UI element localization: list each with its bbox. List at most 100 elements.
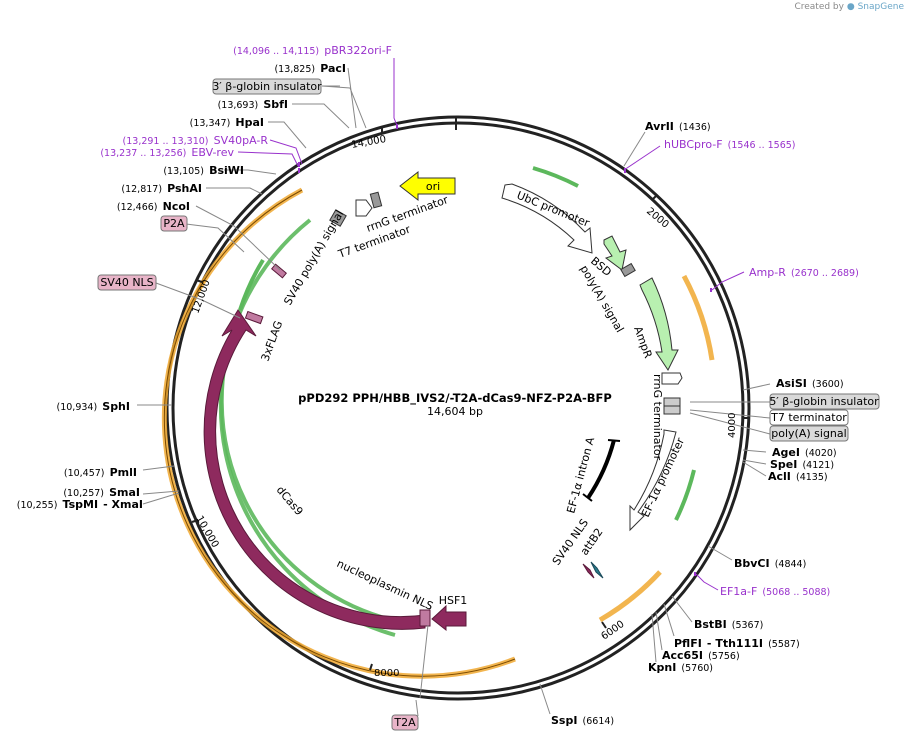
attb2-block — [590, 561, 604, 579]
label-bglobin-right: 5′ β-globin insulator — [769, 395, 879, 408]
orange-arc-left-inner — [163, 189, 516, 677]
t7-top-arrow — [355, 199, 373, 217]
credit: Created by ● SnapGene — [794, 2, 904, 12]
plasmid-size: 14,604 bp — [427, 405, 483, 418]
ef1a-intron-cap1 — [607, 439, 621, 442]
green-arc-top — [532, 166, 579, 188]
primer-lines — [237, 58, 745, 591]
tick-8000 — [369, 663, 373, 671]
hsf1-arrow — [431, 604, 467, 632]
ef1a-promoter-arrow — [629, 429, 677, 532]
label-flag: 3xFLAG — [259, 319, 286, 363]
primer-marker-6 — [694, 572, 696, 576]
enzyme-pmli: (10,457) PmlI — [64, 461, 137, 480]
enzyme-avrii: AvrII (1436) — [645, 115, 711, 134]
enzyme-paci: (13,825) PacI — [274, 57, 346, 76]
credit-brand[interactable]: SnapGene — [857, 2, 904, 12]
enzyme-kpni: KpnI (5760) — [648, 656, 713, 675]
primer-sv40pa-r: (13,291 .. 13,310) SV40pA-R — [123, 129, 269, 148]
box-p2a — [160, 215, 188, 232]
label-rrng-right: rrnG terminator — [651, 374, 664, 461]
primer-marker-4 — [624, 168, 626, 173]
ubc-promoter-arrow — [501, 183, 593, 254]
dcas9-dots — [236, 462, 253, 466]
label-ori: ori — [426, 180, 440, 193]
label-p2a: P2A — [163, 217, 185, 230]
label-bglobin-left: 3′ β-globin insulator — [212, 80, 322, 93]
orange-arc-right-2 — [598, 570, 662, 623]
ef1a-intron — [586, 439, 616, 500]
enzyme-pflfi: PflFI - Tth111I (5587) — [674, 632, 800, 651]
orange-arc-right-1 — [681, 274, 715, 361]
primer-marker-5 — [710, 288, 712, 292]
enzyme-smai: (10,257) SmaI — [63, 481, 140, 500]
enzyme-tspmi: (10,255) TspMI - XmaI — [17, 493, 143, 512]
dcas9-arrow — [203, 309, 426, 630]
label-sv40nls: SV40 NLS — [100, 276, 153, 289]
tick-10000 — [191, 519, 199, 523]
enzyme-bbvci: BbvCI (4844) — [734, 552, 806, 571]
enzyme-ncoi: (12,466) NcoI — [117, 195, 190, 214]
primer-marker-3 — [298, 168, 300, 173]
primer-ef1a-f: EF1a-F (5068 .. 5088) — [720, 580, 830, 599]
primer-hubcpro-f: hUBCpro-F (1546 .. 1565) — [664, 133, 796, 152]
label-dcas9: dCas9 — [274, 484, 306, 519]
tick-label-4000: 4000 — [727, 413, 738, 438]
credit-prefix: Created by — [794, 2, 844, 12]
sv40nls-inner-block — [582, 563, 595, 579]
ef1a-intron-cap2 — [582, 493, 593, 502]
box-polya — [769, 425, 849, 442]
primer-marker-2 — [298, 162, 300, 167]
backbone-inner — [171, 121, 745, 695]
snapgene-logo-icon: ● — [846, 2, 855, 12]
ampr-tail — [661, 372, 683, 385]
enzyme-acc65i: Acc65I (5756) — [662, 644, 740, 663]
enzyme-asisi: AsiSI (3600) — [776, 372, 844, 391]
enzyme-bstbi: BstBI (5367) — [694, 613, 763, 632]
enzyme-hpai: (13,347) HpaI — [190, 111, 264, 130]
enzyme-acli: AclI (4135) — [768, 465, 828, 484]
label-ampr: AmpR — [631, 325, 655, 361]
enzyme-bsiwi: (13,105) BsiWI — [163, 159, 244, 178]
green-arc-right — [674, 469, 696, 521]
tick-label-2000: 2000 — [644, 206, 671, 231]
sv40-polya-block — [329, 209, 347, 227]
primer-marker-1 — [396, 124, 398, 129]
primer-pbr322ori: (14,096 .. 14,115) pBR322ori-F — [233, 39, 392, 58]
tick-6000 — [601, 621, 607, 629]
enzyme-sspi: SspI (6614) — [551, 709, 614, 728]
label-t7-right: T7 terminator — [770, 411, 847, 424]
leader-lines — [137, 67, 771, 717]
box-t2a — [391, 714, 419, 731]
rrng-top-block — [369, 191, 383, 209]
p2a-block — [271, 263, 287, 279]
label-ubc: UbC promoter — [515, 189, 592, 230]
plasmid-name: pPD292 PPH/HBB_IVS2/-T2A-dCas9-NFZ-P2A-B… — [298, 391, 612, 406]
label-ef1a-intron: EF-1α intron A — [564, 435, 597, 514]
label-hsf1: HSF1 — [439, 594, 468, 607]
enzyme-sphi: (10,934) SphI — [57, 395, 130, 414]
enzyme-pshai: (12,817) PshAI — [121, 177, 202, 196]
label-t2a: T2A — [393, 716, 416, 729]
tick-2000 — [651, 195, 657, 201]
box-bglobin-right — [769, 393, 880, 410]
box-t7 — [769, 409, 849, 426]
flag-block — [244, 310, 264, 325]
box-sv40nls — [97, 274, 157, 291]
primer-ebv-rev: (13,237 .. 13,256) EBV-rev — [100, 141, 234, 160]
ori-arrow — [399, 170, 456, 202]
tick-12000 — [195, 279, 203, 283]
ampr-arrow — [639, 277, 679, 371]
label-polya-right: poly(A) signal — [771, 427, 846, 440]
enzyme-spei: SpeI (4121) — [770, 453, 834, 472]
enzyme-sbfi: (13,693) SbfI — [218, 93, 288, 112]
np-nls-block — [419, 609, 431, 627]
enzyme-agei: AgeI (4020) — [772, 441, 837, 460]
bsd-polya-block — [620, 262, 636, 278]
tick-label-8000: 8000 — [374, 668, 399, 679]
label-sv40-polya: SV40 poly(A) signal — [281, 208, 346, 308]
box-bglobin-left — [212, 78, 322, 95]
primer-amp-r: Amp-R (2670 .. 2689) — [749, 261, 859, 280]
green-arc-left-2 — [238, 258, 265, 311]
